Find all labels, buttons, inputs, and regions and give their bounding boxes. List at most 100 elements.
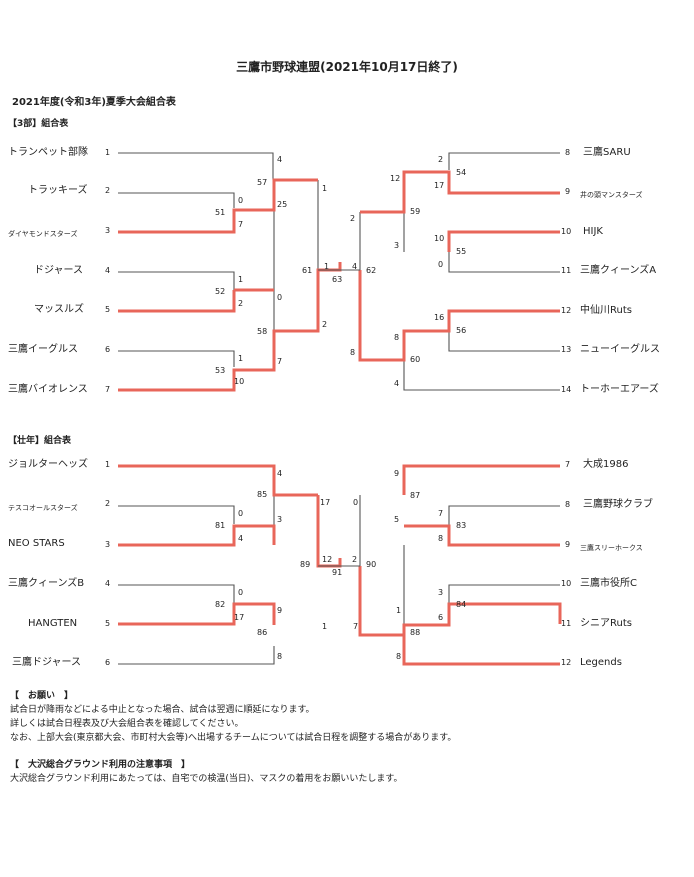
notes-request-line: 詳しくは試合日程表及び大会組合表を確認してください。	[10, 719, 244, 729]
score: 2	[438, 155, 444, 164]
team-seed: 11	[561, 266, 572, 275]
score: 3	[394, 241, 400, 250]
notes-request-heading: 【 お願い 】	[10, 691, 74, 701]
score: 8	[350, 348, 356, 357]
game-number: 88	[410, 628, 421, 637]
division3-label: 【3部】組合表	[8, 119, 69, 129]
team-name: 中仙川Ruts	[580, 305, 632, 316]
score: 1	[322, 622, 328, 631]
team-seed: 9	[565, 187, 571, 196]
score: 7	[353, 622, 359, 631]
score: 1	[322, 184, 328, 193]
team-seed: 7	[105, 385, 111, 394]
page-subtitle: 2021年度(令和3年)夏季大会組合表	[12, 97, 176, 108]
team-seed: 5	[105, 305, 111, 314]
team-seed: 13	[561, 345, 572, 354]
game-number: 57	[257, 178, 268, 187]
team-seed: 8	[565, 500, 571, 509]
score: 1	[238, 354, 244, 363]
team-name: ダイヤモンドスターズ	[8, 230, 78, 238]
game-number: 60	[410, 355, 421, 364]
game-number: 51	[215, 208, 226, 217]
senior-label: 【壮年】組合表	[8, 436, 72, 446]
team-name: 井の頭マンスターズ	[580, 191, 643, 199]
notes-request-line: 試合日が降雨などによる中止となった場合、試合は翌週に順延になります。	[10, 705, 315, 715]
score: 1	[238, 275, 244, 284]
final-connectors	[318, 269, 360, 567]
notes-ground-line: 大沢総合グラウンド利用にあたっては、自宅での検温(当日)、マスクの着用をお願いい…	[10, 774, 403, 784]
team-seed: 6	[105, 658, 111, 667]
team-name: 三鷹市役所C	[580, 578, 637, 589]
score: 25	[277, 200, 288, 209]
score: 12	[322, 555, 333, 564]
team-name: Legends	[580, 657, 622, 668]
score: 0	[438, 260, 444, 269]
score: 4	[394, 379, 400, 388]
team-seed: 7	[565, 460, 571, 469]
score: 7	[277, 357, 283, 366]
team-name: HIJK	[583, 226, 603, 237]
game-number: 54	[456, 168, 467, 177]
game-number: 90	[366, 560, 377, 569]
team-name: シニアRuts	[580, 618, 632, 629]
team-seed: 12	[561, 658, 572, 667]
score: 9	[394, 469, 400, 478]
game-number: 82	[215, 600, 226, 609]
team-name: 三鷹野球クラブ	[583, 499, 653, 510]
score: 10	[434, 234, 445, 243]
score: 3	[438, 588, 444, 597]
team-seed: 2	[105, 499, 111, 508]
score: 16	[434, 313, 445, 322]
game-number: 89	[300, 560, 311, 569]
game-number: 58	[257, 327, 268, 336]
game-number: 59	[410, 207, 421, 216]
score: 6	[438, 613, 444, 622]
team-seed: 3	[105, 540, 111, 549]
team-name: トーホーエアーズ	[580, 384, 659, 395]
score: 5	[394, 515, 400, 524]
score: 2	[350, 214, 356, 223]
score: 0	[238, 196, 244, 205]
game-number: 53	[215, 366, 226, 375]
score: 2	[238, 299, 244, 308]
notes-ground-heading: 【 大沢総合グラウンド利用の注意事項 】	[10, 760, 191, 770]
game-number: 87	[410, 491, 421, 500]
game-number: 86	[257, 628, 268, 637]
score: 8	[438, 534, 444, 543]
team-seed: 10	[561, 579, 572, 588]
team-name: ドジャース	[34, 265, 83, 276]
game-number: 91	[332, 568, 343, 577]
team-seed: 14	[561, 385, 572, 394]
winner-paths	[118, 170, 562, 666]
score: 0	[353, 498, 359, 507]
team-seed: 1	[105, 148, 111, 157]
score: 2	[352, 555, 358, 564]
bracket-lines	[118, 152, 560, 665]
score: 12	[390, 174, 401, 183]
score: 0	[277, 293, 283, 302]
team-seed: 4	[105, 266, 111, 275]
team-name: 三鷹イーグルス	[8, 344, 78, 355]
score: 7	[438, 509, 444, 518]
notes-request-line: なお、上部大会(東京都大会、市町村大会等)へ出場するチームについては試合日程を調…	[10, 733, 457, 743]
score: 9	[277, 606, 283, 615]
team-name: 三鷹クィーンズA	[580, 265, 657, 276]
game-number: 81	[215, 521, 226, 530]
game-number: 85	[257, 490, 268, 499]
score: 1	[396, 606, 402, 615]
score: 8	[277, 652, 283, 661]
team-name: ニューイーグルス	[580, 344, 660, 355]
score: 4	[277, 155, 283, 164]
team-seed: 3	[105, 226, 111, 235]
page-title: 三鷹市野球連盟(2021年10月17日終了)	[236, 60, 458, 74]
team-name: 三鷹クィーンズB	[8, 578, 85, 589]
score: 3	[277, 515, 283, 524]
team-name: トランペット部隊	[8, 147, 88, 158]
game-number: 63	[332, 275, 343, 284]
team-name: ジョルターヘッズ	[8, 459, 88, 470]
team-name: NEO STARS	[8, 538, 65, 549]
team-name: マッスルズ	[34, 304, 84, 315]
score: 10	[234, 377, 245, 386]
score: 17	[434, 181, 445, 190]
